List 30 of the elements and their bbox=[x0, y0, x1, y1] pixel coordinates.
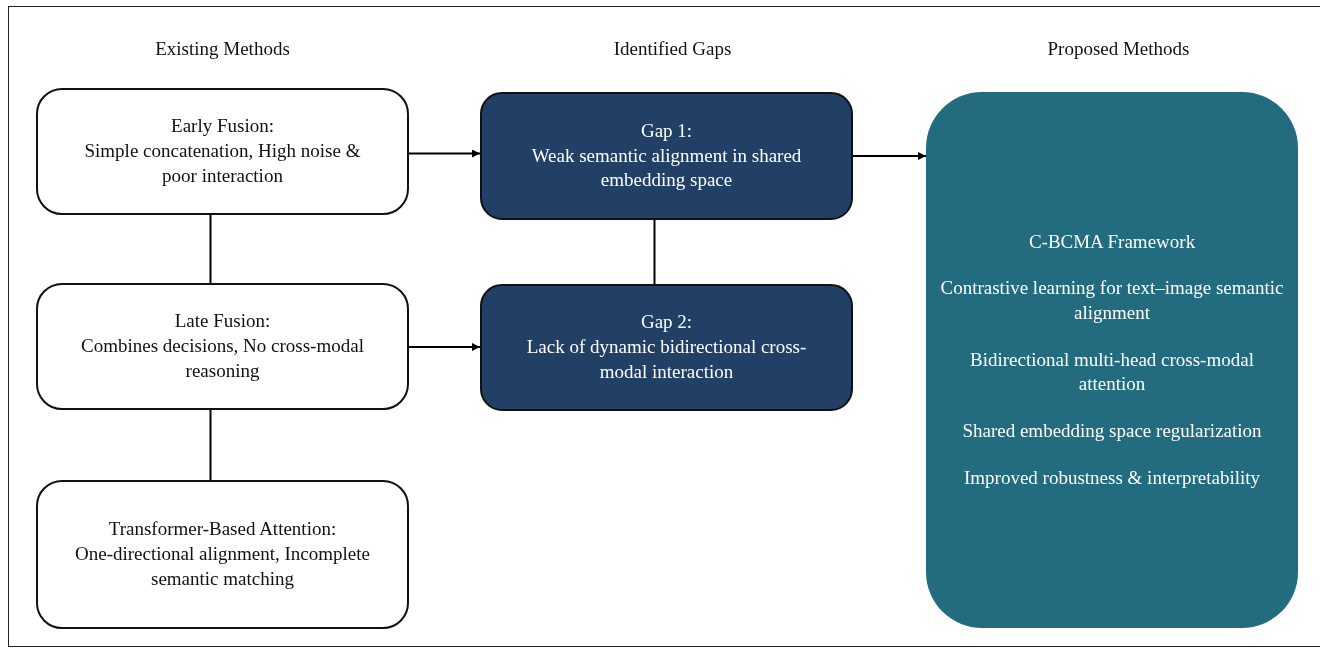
box-text: Improved robustness & interpretability bbox=[964, 465, 1260, 490]
connector-line bbox=[209, 214, 212, 284]
connector-line bbox=[209, 409, 212, 481]
box-text: Bidirectional multi-head cross-modal attention bbox=[969, 347, 1255, 397]
box-text: Combines decisions, No cross-modal reasoning bbox=[80, 334, 365, 383]
box-text: Simple concatenation, High noise & poor interaction bbox=[83, 139, 362, 188]
method-box bbox=[36, 480, 409, 629]
box-title: Late Fusion: bbox=[174, 309, 271, 334]
box-title: Gap 2: bbox=[640, 310, 693, 335]
box-text: One-directional alignment, Incomplete semantic matching bbox=[74, 542, 371, 591]
connector-line bbox=[653, 219, 656, 285]
method-box bbox=[36, 88, 409, 215]
box-title: Gap 1: bbox=[640, 118, 693, 143]
box-text: Weak semantic alignment in shared embedding space bbox=[530, 143, 803, 193]
method-box bbox=[36, 283, 409, 410]
method-box bbox=[480, 284, 853, 411]
box-title: C-BCMA Framework bbox=[1028, 229, 1196, 254]
box-text: Contrastive learning for text–image semantic alignment bbox=[940, 276, 1284, 325]
column-heading: Identified Gaps bbox=[612, 38, 733, 60]
framework-panel bbox=[926, 92, 1298, 628]
box-title: Early Fusion: bbox=[171, 114, 274, 139]
box-title: Transformer-Based Attention: bbox=[108, 517, 337, 542]
arrow bbox=[408, 149, 481, 158]
arrow bbox=[852, 152, 927, 160]
box-text: Lack of dynamic bidirectional cross-modal interaction bbox=[525, 335, 808, 384]
method-box bbox=[480, 92, 853, 220]
arrow bbox=[408, 343, 481, 351]
column-heading: Proposed Methods bbox=[1046, 38, 1191, 60]
box-text: Shared embedding space regularization bbox=[962, 419, 1262, 444]
column-heading: Existing Methods bbox=[154, 38, 291, 60]
